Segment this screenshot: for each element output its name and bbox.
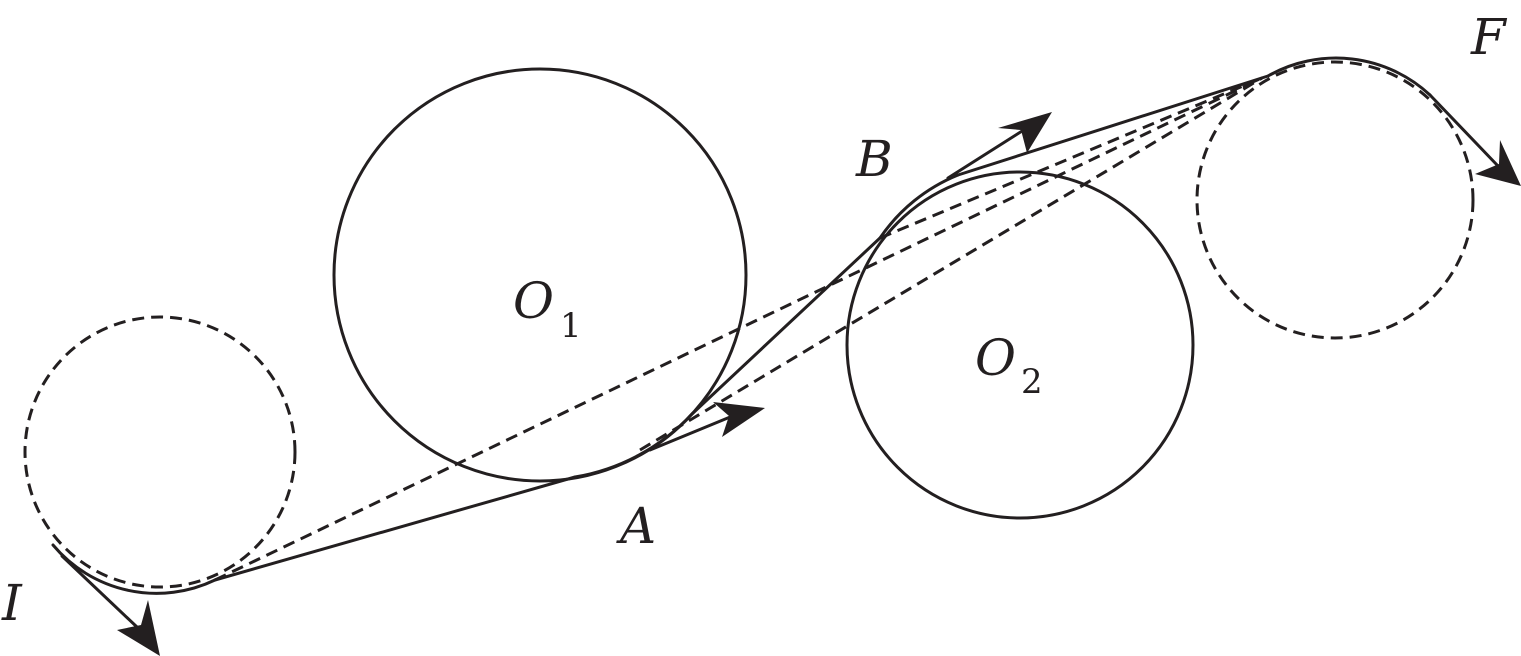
- dashed-path-b-to-final: [879, 76, 1263, 240]
- final-turn-circle: [1195, 60, 1475, 340]
- start-turn-circle: [23, 315, 297, 589]
- dashed-path-start-to-final: [214, 76, 1263, 582]
- tangent-a-to-b: [690, 236, 882, 416]
- start-velocity-arrow: [60, 554, 140, 630]
- label-f: F: [1470, 8, 1508, 66]
- label-b: B: [855, 130, 893, 188]
- label-o1: O: [513, 272, 554, 330]
- final-velocity-arrowhead: [1475, 140, 1521, 186]
- a-velocity-arrow: [648, 413, 737, 452]
- tangent-b-to-final: [956, 74, 1270, 177]
- b-velocity-arrowhead: [998, 112, 1052, 153]
- b-velocity-arrow: [946, 124, 1032, 180]
- obstacle-circle-o2: [845, 170, 1195, 520]
- tangent-start-to-a: [213, 475, 577, 582]
- label-o1-subscript: 1: [560, 306, 582, 346]
- label-a: A: [616, 497, 656, 555]
- label-o2-subscript: 2: [1021, 362, 1043, 402]
- arc-o1-a: [573, 412, 694, 479]
- a-velocity-arrowhead: [713, 402, 765, 437]
- label-o2: O: [975, 329, 1016, 387]
- obstacle-circle-o1: [332, 67, 748, 483]
- label-i: I: [1, 574, 23, 632]
- final-velocity-arrow: [1428, 93, 1500, 168]
- dashed-path-a-to-final: [639, 76, 1263, 452]
- final-arc: [1266, 56, 1432, 97]
- start-velocity-arrowhead: [117, 600, 160, 656]
